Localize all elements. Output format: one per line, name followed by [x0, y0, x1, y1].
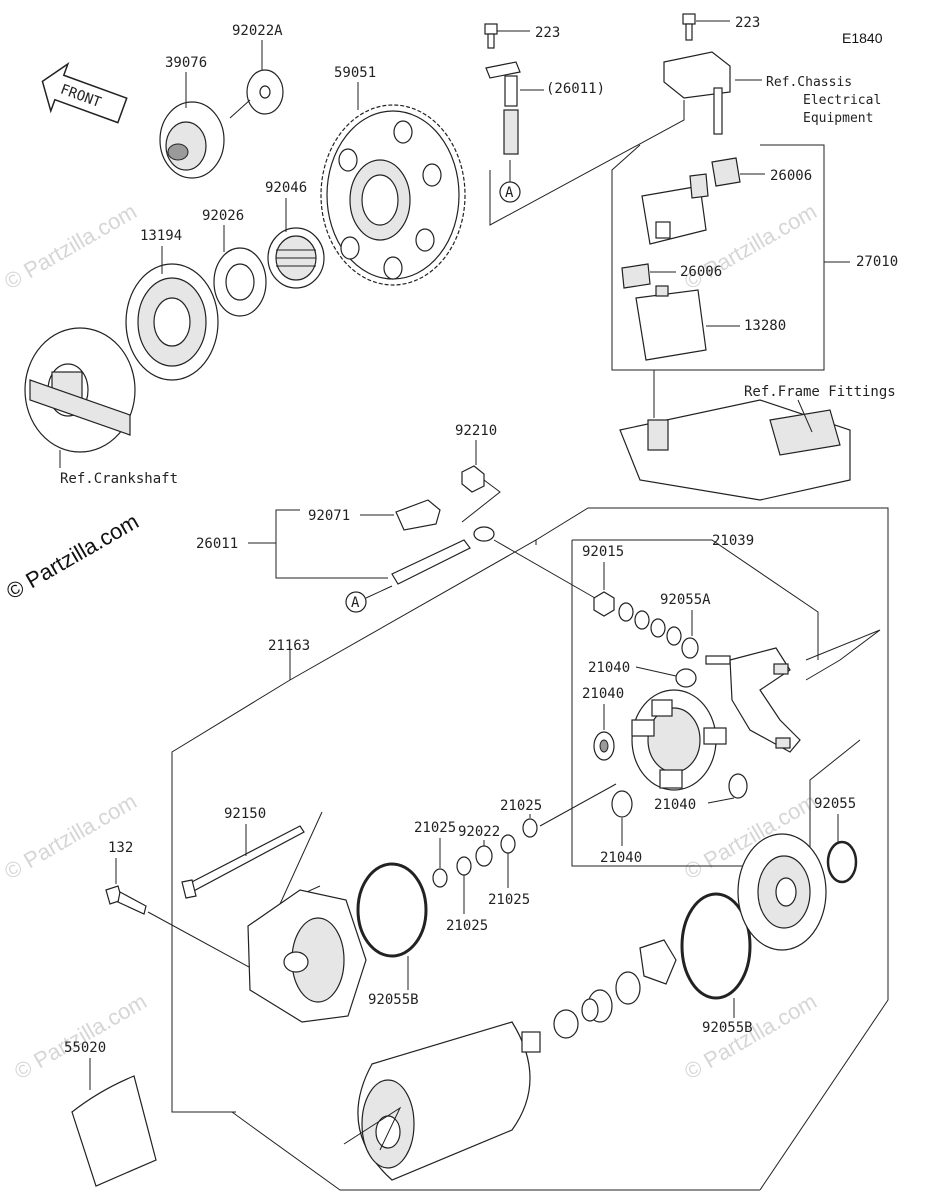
label-13194: 13194: [140, 228, 182, 244]
washer-stack[interactable]: [618, 602, 699, 659]
washer-21025-d[interactable]: [432, 868, 448, 888]
watermark-3: © Partzilla.com: [0, 789, 141, 885]
label-21040-a: 21040: [588, 660, 630, 676]
label-13280: 13280: [744, 318, 786, 334]
marker-a-top: A: [499, 181, 521, 203]
starter-gear-59051[interactable]: [320, 104, 466, 286]
label-223-left: 223: [535, 25, 560, 41]
label-26006-upper: 26006: [770, 168, 812, 184]
label-21025-d: 21025: [414, 820, 456, 836]
label-21040-c: 21040: [654, 797, 696, 813]
ref-chassis-line2: Electrical: [803, 93, 881, 108]
cap-92071[interactable]: [395, 499, 441, 531]
relay-case-13280[interactable]: [635, 285, 707, 361]
frame-fittings-ref[interactable]: [619, 399, 851, 501]
label-21025-b: 21025: [488, 892, 530, 908]
label-92015: 92015: [582, 544, 624, 560]
label-92022: 92022: [458, 824, 500, 840]
washer-21025-a[interactable]: [522, 818, 538, 838]
washer-21025-c[interactable]: [456, 856, 472, 876]
spring-21040-b[interactable]: [593, 731, 615, 761]
diagram-code: E1840: [842, 30, 883, 46]
label-223-right: 223: [735, 15, 760, 31]
relay-cover-ref-chassis[interactable]: [663, 51, 731, 135]
brush-plate[interactable]: [631, 689, 727, 791]
brand-label: © Partzilla.com: [2, 509, 143, 605]
watermark-6: © Partzilla.com: [680, 989, 821, 1085]
o-ring-92055b-left[interactable]: [356, 862, 428, 958]
label-92055b-left: 92055B: [368, 992, 419, 1008]
label-92210: 92210: [455, 423, 497, 439]
label-21025-c: 21025: [446, 918, 488, 934]
marker-a-mid-label: A: [351, 595, 360, 611]
bolt-132[interactable]: [105, 885, 147, 915]
through-bolt-92150[interactable]: [181, 825, 305, 899]
idle-gear-39076[interactable]: [159, 101, 225, 179]
label-21040-b: 21040: [582, 686, 624, 702]
marker-a-top-label: A: [505, 185, 514, 201]
starter-cable-26011[interactable]: [391, 526, 495, 585]
washer-92026[interactable]: [213, 247, 267, 317]
label-92055b-right: 92055B: [702, 1020, 753, 1036]
starter-rear-cover[interactable]: [737, 833, 827, 951]
shaft-washers[interactable]: [553, 939, 677, 1039]
label-26011-upper: (26011): [546, 81, 605, 97]
label-92055: 92055: [814, 796, 856, 812]
ref-frame-fittings-label: Ref.Frame Fittings: [744, 384, 896, 400]
label-26011: 26011: [196, 536, 238, 552]
starter-clutch-13194[interactable]: [125, 263, 219, 381]
label-92150: 92150: [224, 806, 266, 822]
fuse-26006-lower[interactable]: [621, 263, 651, 289]
bolt-223-left[interactable]: [484, 23, 498, 49]
label-cover-55020[interactable]: [71, 1075, 157, 1187]
flywheel-ref-crankshaft[interactable]: [24, 327, 136, 453]
marker-a-mid: A: [345, 591, 367, 613]
fuse-26006-upper[interactable]: [711, 157, 741, 187]
label-27010: 27010: [856, 254, 898, 270]
label-21039: 21039: [712, 533, 754, 549]
watermark-1: © Partzilla.com: [0, 199, 141, 295]
label-92046: 92046: [265, 180, 307, 196]
washer-92022a[interactable]: [246, 69, 284, 115]
cable-26011-upper[interactable]: [485, 61, 521, 155]
nut-92015[interactable]: [593, 591, 615, 617]
needle-bearing-92046[interactable]: [267, 227, 325, 289]
starter-relay[interactable]: [641, 173, 709, 245]
starter-yoke-armature[interactable]: [343, 1021, 541, 1181]
label-59051: 59051: [334, 65, 376, 81]
washer-92022[interactable]: [475, 845, 493, 867]
label-92071: 92071: [308, 508, 350, 524]
spring-21040-d[interactable]: [611, 790, 633, 818]
label-92022a: 92022A: [232, 23, 283, 39]
bolt-223-right[interactable]: [682, 13, 696, 41]
o-ring-92055b-right[interactable]: [680, 892, 752, 1000]
ref-crankshaft-label: Ref.Crankshaft: [60, 471, 178, 487]
label-21040-d: 21040: [600, 850, 642, 866]
spring-21040-a[interactable]: [675, 668, 697, 688]
label-39076: 39076: [165, 55, 207, 71]
ref-chassis-line1: Ref.Chassis: [766, 75, 852, 90]
watermark-5: © Partzilla.com: [10, 989, 151, 1085]
nut-92210[interactable]: [461, 465, 485, 493]
label-92055a: 92055A: [660, 592, 711, 608]
front-arrow-icon: FRONT: [41, 62, 128, 124]
label-21025-a: 21025: [500, 798, 542, 814]
label-26006-lower: 26006: [680, 264, 722, 280]
label-21163: 21163: [268, 638, 310, 654]
o-ring-92055[interactable]: [826, 840, 858, 884]
ref-chassis-line3: Equipment: [803, 111, 873, 126]
spring-21040-c[interactable]: [728, 773, 748, 799]
label-132: 132: [108, 840, 133, 856]
washer-21025-b[interactable]: [500, 834, 516, 854]
label-55020: 55020: [64, 1040, 106, 1056]
label-92026: 92026: [202, 208, 244, 224]
starter-front-cover[interactable]: [247, 889, 367, 1023]
terminal-bracket[interactable]: [705, 647, 801, 753]
